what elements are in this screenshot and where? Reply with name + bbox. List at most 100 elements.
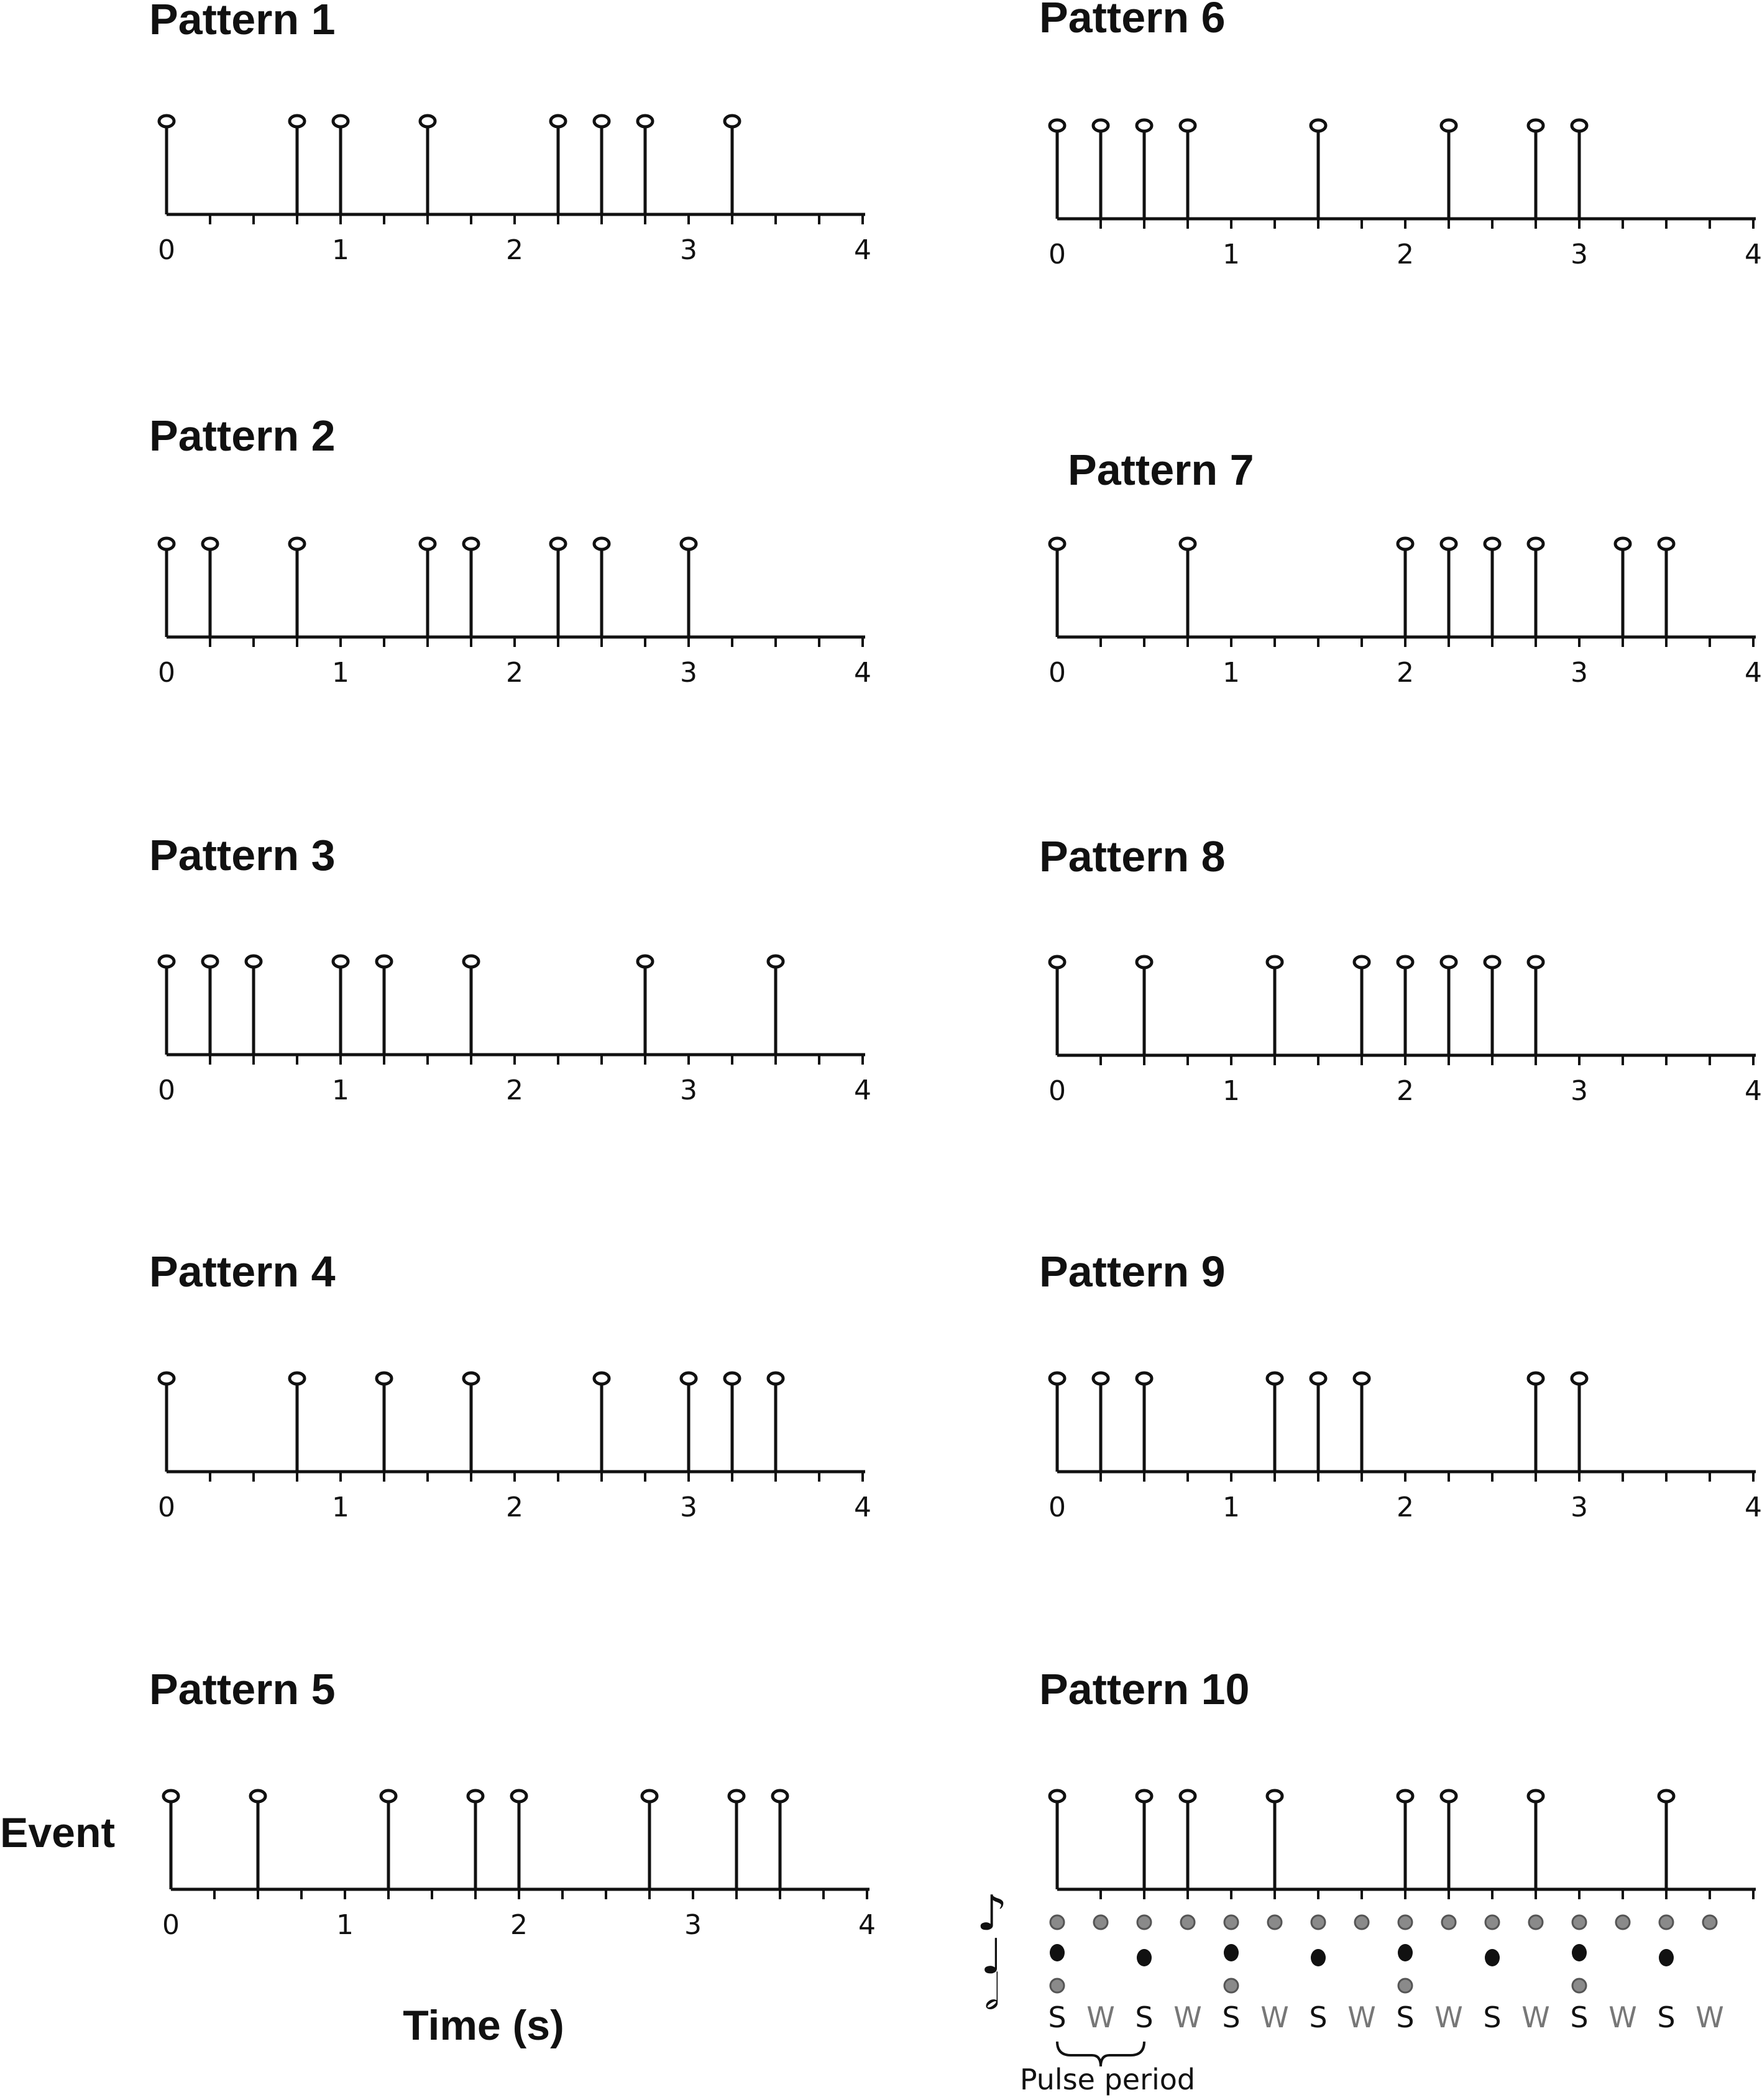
event-head	[1048, 1789, 1067, 1804]
event-head	[592, 1371, 611, 1386]
weak-beat-label: W	[1347, 2001, 1375, 2034]
eighth-grid-dot	[1397, 1914, 1413, 1930]
event-head	[157, 114, 176, 129]
tick-label: 3	[684, 1909, 702, 1941]
event-head	[766, 954, 785, 969]
tick-label: 1	[332, 1492, 349, 1523]
event-head	[1483, 955, 1502, 970]
tick-label: 2	[506, 234, 523, 266]
tick-label: 4	[854, 1492, 871, 1523]
tick-label: 2	[1397, 1492, 1414, 1523]
event-head	[1265, 1789, 1284, 1804]
eighth-grid-dot	[1310, 1914, 1326, 1930]
half-beat-dot	[1223, 1978, 1239, 1994]
tick-label: 2	[506, 657, 523, 689]
tick-label: 4	[1745, 657, 1762, 689]
eighth-grid-dot	[1093, 1914, 1109, 1930]
pattern-title: Pattern 2	[149, 411, 336, 460]
half-beat-dot	[1397, 1978, 1413, 1994]
event-head	[201, 954, 219, 969]
weak-beat-label: W	[1086, 2001, 1114, 2034]
tick-label: 0	[158, 234, 175, 266]
pulse-period-brace	[1056, 2041, 1145, 2067]
event-head	[549, 114, 567, 129]
x-axis-label: Time (s)	[403, 2002, 564, 2049]
pattern-title: Pattern 9	[1039, 1247, 1226, 1296]
tick-label: 1	[1223, 239, 1240, 270]
quarter-beat-dot	[1659, 1949, 1674, 1966]
event-head	[1439, 536, 1458, 551]
event-head	[201, 536, 219, 551]
event-head	[162, 1789, 180, 1804]
event-head	[679, 1371, 698, 1386]
event-head	[592, 114, 611, 129]
event-head	[1048, 955, 1067, 970]
event-head	[1265, 1371, 1284, 1386]
weak-beat-label: W	[1521, 2001, 1549, 2034]
event-head	[375, 954, 393, 969]
eighth-grid-dot	[1441, 1914, 1457, 1930]
strong-beat-label: S	[1483, 2001, 1501, 2034]
half-note-icon: 𝅗𝅥	[984, 1965, 1000, 2020]
event-head	[1396, 536, 1415, 551]
event-head	[1309, 118, 1328, 133]
tick-label: 0	[1048, 239, 1066, 270]
event-head	[379, 1789, 398, 1804]
tick-label: 1	[332, 1075, 349, 1106]
strong-beat-label: S	[1222, 2001, 1240, 2034]
tick-label: 0	[158, 1492, 175, 1523]
quarter-beat-dot	[1137, 1949, 1152, 1966]
event-head	[1570, 1371, 1589, 1386]
event-head	[723, 1371, 741, 1386]
tick-label: 0	[158, 657, 175, 689]
strong-beat-label: S	[1657, 2001, 1675, 2034]
event-head	[1657, 536, 1676, 551]
event-head	[1439, 118, 1458, 133]
event-head	[1526, 1371, 1545, 1386]
tick-label: 3	[1571, 239, 1588, 270]
tick-label: 3	[680, 234, 697, 266]
quarter-beat-dot	[1398, 1944, 1413, 1961]
event-head	[723, 114, 741, 129]
strong-beat-label: S	[1135, 2001, 1153, 2034]
pattern-title: Pattern 5	[149, 1665, 336, 1713]
eighth-grid-dot	[1615, 1914, 1631, 1930]
event-head	[640, 1789, 659, 1804]
event-head	[1265, 955, 1284, 970]
quarter-beat-dot	[1050, 1944, 1065, 1961]
event-head	[636, 954, 654, 969]
y-axis-label: Event	[0, 1809, 115, 1856]
event-head	[1048, 1371, 1067, 1386]
event-head	[1526, 1789, 1545, 1804]
eighth-grid-dot	[1267, 1914, 1283, 1930]
tick-label: 2	[510, 1909, 528, 1941]
tick-label: 4	[1745, 239, 1762, 270]
weak-beat-label: W	[1434, 2001, 1462, 2034]
event-head	[1526, 955, 1545, 970]
quarter-beat-dot	[1485, 1949, 1500, 1966]
event-head	[1048, 536, 1067, 551]
event-head	[157, 1371, 176, 1386]
tick-label: 2	[1397, 1075, 1414, 1107]
event-head	[1309, 1371, 1328, 1386]
tick-label: 4	[854, 657, 871, 689]
pattern-title: Pattern 6	[1039, 0, 1226, 42]
event-head	[466, 1789, 485, 1804]
eighth-grid-dot	[1136, 1914, 1152, 1930]
pattern-panel: Pattern 10	[1039, 1665, 1756, 1899]
event-head	[1135, 1371, 1154, 1386]
event-head	[1396, 955, 1415, 970]
event-head	[1178, 118, 1197, 133]
event-head	[549, 536, 567, 551]
tick-label: 3	[1571, 1075, 1588, 1107]
tick-label: 0	[1048, 1492, 1066, 1523]
tick-label: 1	[332, 234, 349, 266]
event-head	[1526, 536, 1545, 551]
tick-label: 0	[162, 1909, 180, 1941]
pattern-title: Pattern 3	[149, 831, 336, 879]
event-head	[510, 1789, 528, 1804]
